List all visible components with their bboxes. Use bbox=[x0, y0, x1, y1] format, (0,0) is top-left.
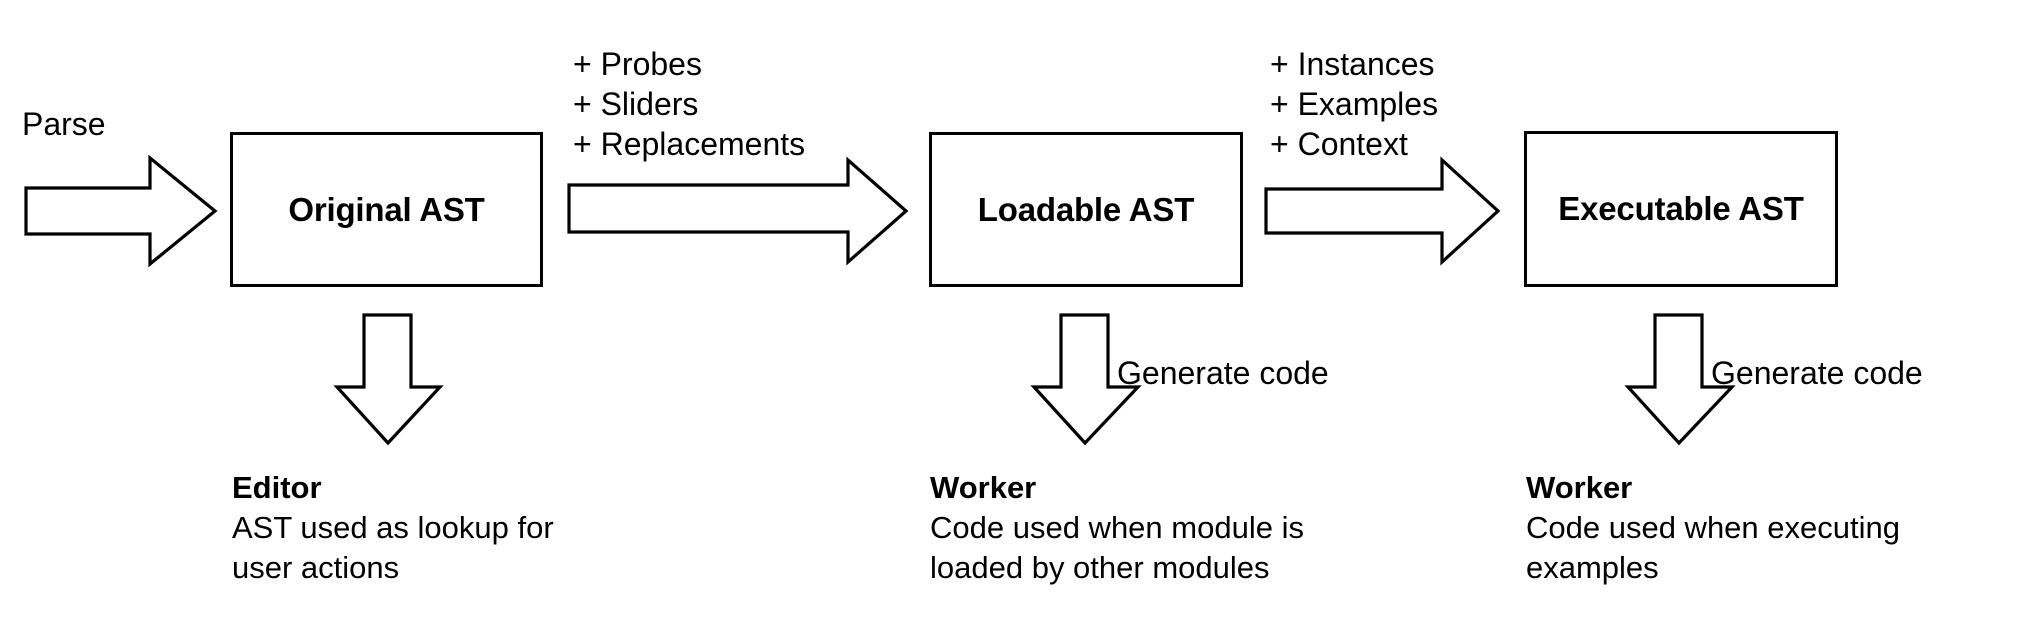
stage-box-original-ast[interactable]: Original AST bbox=[230, 132, 543, 287]
parse-label: Parse bbox=[22, 106, 106, 142]
generate-code-label-loadable: Generate code bbox=[1117, 355, 1329, 391]
stage-box-loadable-ast-label: Loadable AST bbox=[977, 190, 1195, 228]
stage-box-original-ast-label: Original AST bbox=[288, 190, 485, 228]
caption-worker-executable: Worker Code used when executing examples bbox=[1526, 468, 1956, 588]
editor-down-arrow-icon bbox=[333, 313, 444, 446]
caption-editor: Editor AST used as lookup for user actio… bbox=[232, 468, 662, 588]
caption-worker-executable-title: Worker bbox=[1526, 470, 1633, 505]
stage-box-executable-ast[interactable]: Executable AST bbox=[1524, 131, 1838, 287]
caption-editor-title: Editor bbox=[232, 470, 322, 505]
caption-worker-loadable-body: Code used when module is loaded by other… bbox=[930, 510, 1304, 585]
stage-box-loadable-ast[interactable]: Loadable AST bbox=[929, 132, 1243, 287]
original-to-loadable-arrow-icon bbox=[567, 156, 909, 266]
caption-editor-body: AST used as lookup for user actions bbox=[232, 510, 554, 585]
original-to-loadable-additions-label: + Probes + Sliders + Replacements bbox=[573, 46, 806, 162]
generate-code-label-executable: Generate code bbox=[1711, 355, 1923, 391]
loadable-to-executable-arrow-icon bbox=[1264, 156, 1501, 266]
stage-box-executable-ast-label: Executable AST bbox=[1558, 190, 1804, 227]
parse-arrow-icon bbox=[24, 154, 218, 268]
caption-worker-executable-body: Code used when executing examples bbox=[1526, 510, 1900, 585]
caption-worker-loadable-title: Worker bbox=[930, 470, 1037, 505]
loadable-to-executable-additions-label: + Instances + Examples + Context bbox=[1270, 46, 1439, 162]
caption-worker-loadable: Worker Code used when module is loaded b… bbox=[930, 468, 1360, 588]
